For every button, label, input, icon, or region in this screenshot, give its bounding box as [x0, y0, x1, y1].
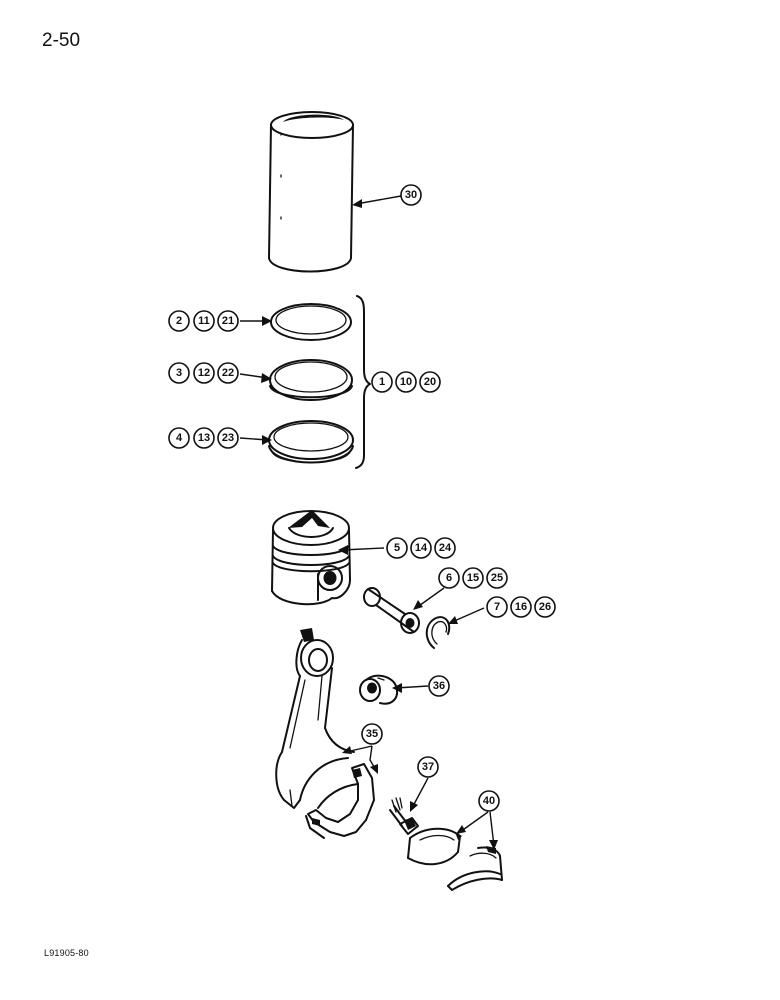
- connecting-rod-cap-drawing: [305, 763, 375, 839]
- callout-22: 22: [217, 362, 239, 384]
- callout-4: 4: [168, 427, 190, 449]
- callout-3: 3: [168, 362, 190, 384]
- callout-10: 10: [395, 371, 417, 393]
- callout-13: 13: [193, 427, 215, 449]
- svg-text:10: 10: [400, 376, 412, 388]
- rod-bolt-drawing: [389, 797, 419, 835]
- callout-1: 1: [371, 371, 393, 393]
- callout-15: 15: [462, 567, 484, 589]
- piston-ring-bottom: [268, 420, 354, 464]
- svg-text:40: 40: [483, 795, 495, 807]
- callout-37: 37: [417, 756, 439, 778]
- svg-text:24: 24: [439, 542, 452, 554]
- svg-text:22: 22: [222, 367, 234, 379]
- snap-ring-drawing: [425, 616, 451, 649]
- bearing-shell-lower-drawing: [447, 846, 503, 891]
- piston-ring-middle: [269, 359, 353, 401]
- callout-2: 2: [168, 310, 190, 332]
- svg-text:26: 26: [539, 601, 551, 613]
- svg-text:7: 7: [494, 601, 500, 613]
- svg-text:37: 37: [422, 761, 434, 773]
- callout-21: 21: [217, 310, 239, 332]
- callout-24: 24: [434, 537, 456, 559]
- bearing-shell-upper-drawing: [407, 827, 462, 866]
- callout-35: 35: [361, 723, 383, 745]
- cylinder-liner-drawing: [268, 111, 354, 273]
- piston-drawing: [271, 510, 351, 606]
- figure-code: L91905-80: [44, 948, 89, 958]
- svg-text:21: 21: [222, 315, 234, 327]
- svg-text:16: 16: [515, 601, 527, 613]
- callout-40: 40: [478, 790, 500, 812]
- svg-text:35: 35: [366, 728, 378, 740]
- svg-text:6: 6: [446, 572, 452, 584]
- svg-text:1: 1: [379, 376, 385, 388]
- svg-text:15: 15: [467, 572, 479, 584]
- callout-16: 16: [510, 596, 532, 618]
- svg-text:4: 4: [176, 432, 183, 444]
- svg-text:5: 5: [394, 542, 400, 554]
- svg-text:23: 23: [222, 432, 234, 444]
- ring-set-bracket: [355, 295, 371, 469]
- svg-text:3: 3: [176, 367, 182, 379]
- callout-7: 7: [486, 596, 508, 618]
- callout-20: 20: [419, 371, 441, 393]
- svg-text:11: 11: [198, 315, 210, 327]
- svg-text:12: 12: [198, 367, 210, 379]
- callout-30: 30: [400, 184, 422, 206]
- piston-ring-top: [270, 303, 352, 341]
- svg-text:25: 25: [491, 572, 503, 584]
- callout-6: 6: [438, 567, 460, 589]
- svg-text:30: 30: [405, 189, 417, 201]
- callout-25: 25: [486, 567, 508, 589]
- callout-11: 11: [193, 310, 215, 332]
- callout-23: 23: [217, 427, 239, 449]
- svg-text:20: 20: [424, 376, 436, 388]
- callout-14: 14: [410, 537, 432, 559]
- svg-text:13: 13: [198, 432, 210, 444]
- svg-text:2: 2: [176, 315, 182, 327]
- svg-text:14: 14: [415, 542, 428, 554]
- callout-36: 36: [428, 675, 450, 697]
- piston-pin-drawing: [363, 587, 420, 634]
- leader-lines: [239, 195, 498, 850]
- callout-5: 5: [386, 537, 408, 559]
- callout-12: 12: [193, 362, 215, 384]
- svg-text:36: 36: [433, 680, 445, 692]
- bushing-drawing: [359, 674, 398, 705]
- callout-26: 26: [534, 596, 556, 618]
- page-number: 2-50: [42, 30, 81, 51]
- connecting-rod-drawing: [275, 628, 355, 809]
